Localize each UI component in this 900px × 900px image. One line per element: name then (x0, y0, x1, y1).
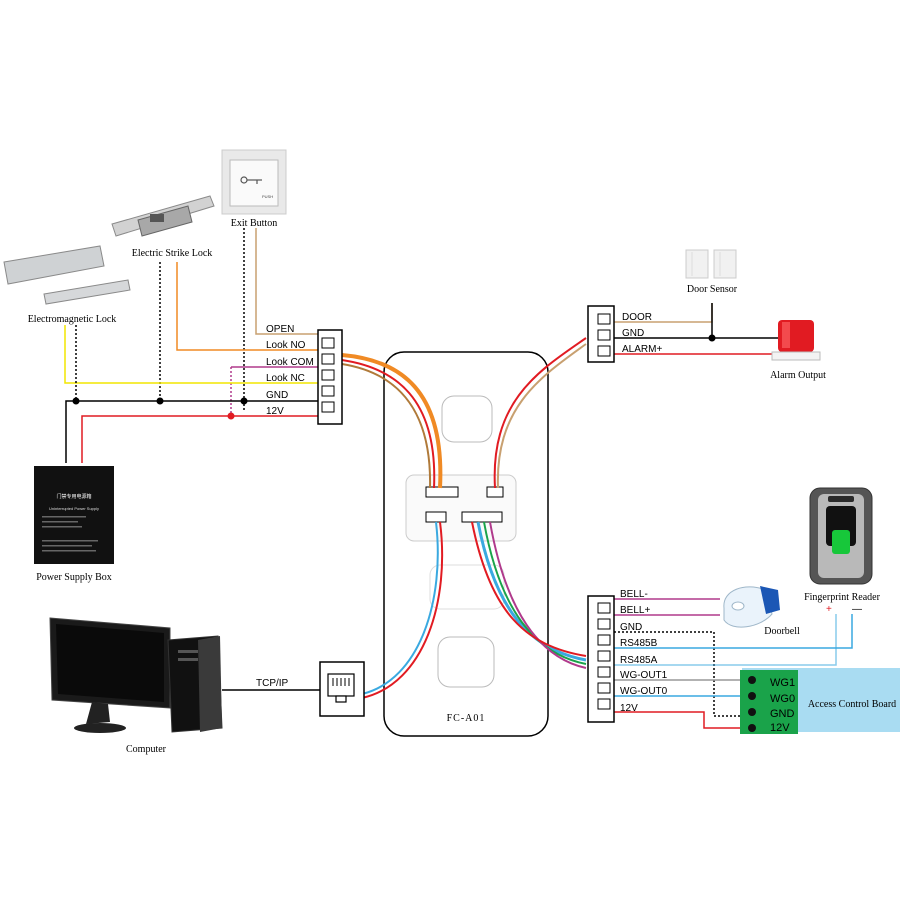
polarity-minus: — (852, 604, 862, 615)
ribbon-bottom-right-2 (483, 521, 587, 665)
wire-board-gnd (614, 631, 744, 717)
exit-button-caption: Exit Button (231, 218, 277, 229)
ribbon-left-top (341, 353, 443, 489)
terminal-label-wg-out1: WG-OUT1 (620, 670, 668, 681)
board-label-wg1: WG1 (770, 677, 795, 689)
controller-header-2 (486, 486, 504, 498)
fingerprint-reader-image (809, 487, 873, 585)
ribbon-bottom-right-3 (489, 521, 587, 669)
terminal-label-12v: 12V (266, 406, 284, 417)
rj45-port-icon (319, 661, 365, 717)
terminal-label-look-nc: Look NC (266, 373, 305, 384)
terminal-label-bell-minus: BELL- (620, 589, 648, 600)
wire-gnd (65, 400, 318, 463)
terminal-label-rs485a: RS485A (620, 655, 658, 666)
terminal-label-gnd2: GND (620, 622, 642, 633)
terminal-label-door: DOOR (622, 312, 652, 323)
ribbon-bottom-right-4 (471, 521, 587, 657)
terminal-label-alarm: ALARM+ (622, 344, 662, 355)
terminal-label-look-com: Look COM (266, 357, 314, 368)
ribbon-left-top-3 (341, 363, 432, 489)
electric-strike-lock-caption: Electric Strike Lock (132, 248, 213, 259)
junction-dot (227, 412, 235, 420)
door-sensor-image (685, 249, 737, 279)
electromagnetic-lock-caption: Electromagnetic Lock (28, 314, 117, 325)
ribbon-left-top-2 (341, 359, 436, 489)
controller-key-top (441, 395, 493, 443)
board-label-12v: 12V (770, 722, 790, 734)
computer-image (49, 617, 223, 733)
tcpip-label: TCP/IP (256, 678, 289, 689)
junction-dot (72, 397, 80, 405)
terminal-label-gnd: GND (266, 390, 288, 401)
board-label-gnd: GND (770, 708, 795, 720)
terminal-label-12v2: 12V (620, 703, 638, 714)
access-control-board-caption: Access Control Board (808, 699, 896, 710)
doorbell-image (723, 586, 780, 628)
door-sensor-caption: Door Sensor (687, 284, 738, 295)
wire-rs485a (614, 614, 837, 666)
controller-header-3 (425, 511, 447, 523)
board-label-wg0: WG0 (770, 693, 795, 705)
terminal-label-bell-plus: BELL+ (620, 605, 650, 616)
ribbon-right-top (493, 337, 587, 489)
wire-look-nc (64, 325, 318, 384)
terminal-label-rs485b: RS485B (620, 638, 658, 649)
polarity-plus: + (826, 604, 832, 615)
wire-12v (81, 415, 318, 463)
controller-key-bottom (437, 636, 495, 688)
controller-header-4 (461, 511, 503, 523)
junction-dot (156, 397, 164, 405)
exit-button-push-label: PUSH (262, 194, 273, 199)
ribbon-bottom-left (361, 521, 439, 695)
terminal-label-look-no: Look NO (266, 340, 306, 351)
wire-board-12v (614, 711, 744, 729)
ribbon-bottom-right (476, 521, 587, 662)
electromagnetic-lock-image (3, 245, 131, 305)
power-supply-title-en: Uninterrupted Power Supply (49, 506, 99, 511)
alarm-output-caption: Alarm Output (770, 370, 826, 381)
doorbell-caption: Doorbell (764, 626, 800, 637)
fingerprint-reader-caption: Fingerprint Reader (804, 592, 880, 603)
exit-button-image: PUSH (221, 149, 287, 215)
alarm-siren-image (771, 320, 821, 361)
controller-terminal-area (405, 474, 517, 542)
power-supply-title-cn: 门禁专用电源箱 (56, 493, 91, 500)
power-supply-box-caption: Power Supply Box (36, 572, 112, 583)
board-terminal-block (740, 670, 798, 734)
controller-key-mid (429, 564, 505, 610)
electric-strike-lock-image (111, 195, 215, 237)
ribbon-bottom-left-2 (361, 521, 444, 699)
controller-model-label: FC-A01 (447, 713, 486, 724)
terminal-label-door-gnd: GND (622, 328, 644, 339)
wire-open (255, 228, 318, 335)
top-right-terminal-block (587, 305, 615, 363)
power-supply-box-image: 门禁专用电源箱 Uninterrupted Power Supply (34, 466, 114, 564)
terminal-label-wg-out0: WG-OUT0 (620, 686, 668, 697)
left-terminal-block (317, 329, 343, 425)
ribbon-right-top-2 (496, 343, 587, 489)
junction-dot (708, 334, 716, 342)
computer-caption: Computer (126, 744, 167, 755)
bottom-right-terminal-block (587, 595, 615, 723)
controller-header-1 (425, 486, 459, 498)
wire-rs485b (614, 614, 853, 649)
wire-look-no (176, 262, 318, 351)
terminal-label-open: OPEN (266, 324, 294, 335)
junction-dot (240, 397, 248, 405)
